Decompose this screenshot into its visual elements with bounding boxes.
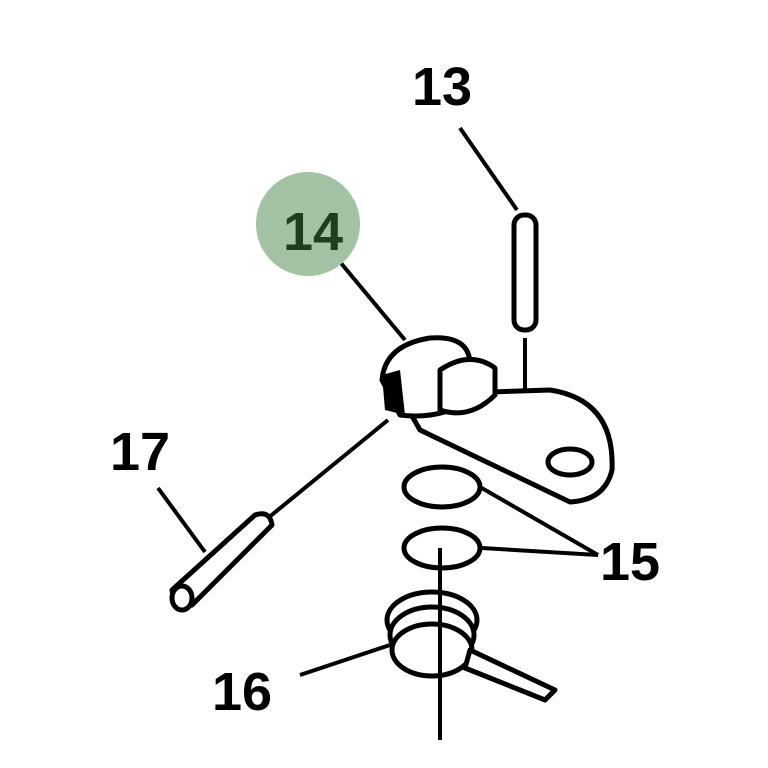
leader-17 — [156, 486, 207, 554]
leader-15a — [479, 485, 599, 557]
washer-15-upper — [401, 464, 483, 510]
callout-14[interactable]: 14 — [283, 202, 343, 262]
arm-14 — [379, 335, 615, 505]
callout-15[interactable]: 15 — [600, 532, 660, 592]
leader-14 — [338, 260, 407, 342]
callout-13[interactable]: 13 — [412, 57, 472, 117]
callout-17[interactable]: 17 — [110, 422, 170, 482]
leader-15b — [481, 546, 599, 557]
leader-16 — [299, 643, 391, 677]
leader-13 — [458, 126, 519, 212]
pin-17 — [169, 418, 390, 613]
callout-14-highlight[interactable]: 14 — [256, 172, 360, 276]
spring-16 — [384, 548, 558, 740]
callout-16[interactable]: 16 — [212, 662, 272, 722]
